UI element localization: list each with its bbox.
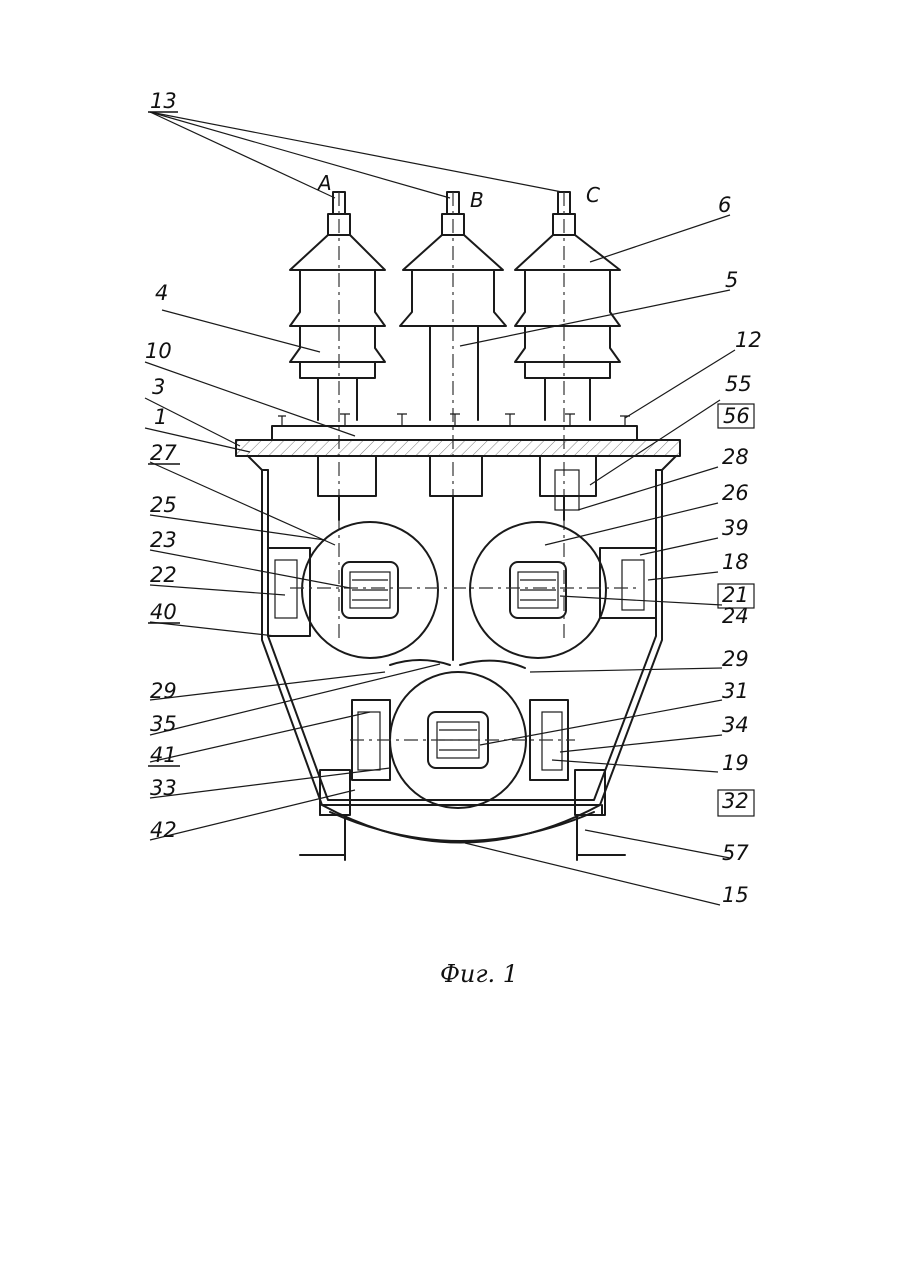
ref-label-22: 22 bbox=[150, 563, 177, 587]
ref-label-57: 57 bbox=[722, 841, 749, 865]
ref-label-13: 13 bbox=[150, 89, 177, 113]
ref-label-1: 1 bbox=[154, 405, 167, 429]
ref-label-24: 24 bbox=[722, 604, 749, 628]
ref-label-27: 27 bbox=[150, 441, 177, 465]
ref-label-42: 42 bbox=[150, 818, 177, 842]
ref-label-31: 31 bbox=[722, 679, 749, 703]
ref-label-6: 6 bbox=[718, 193, 731, 217]
ref-label-23: 23 bbox=[150, 528, 177, 552]
ref-label-56: 56 bbox=[723, 404, 750, 428]
ref-label-34: 34 bbox=[722, 713, 749, 737]
ref-label-41: 41 bbox=[150, 743, 177, 767]
ref-label-29-left: 29 bbox=[150, 679, 177, 703]
ref-label-5: 5 bbox=[725, 268, 738, 292]
ref-label-55: 55 bbox=[725, 372, 752, 396]
ref-label-10: 10 bbox=[145, 339, 172, 363]
phase-b-label: B bbox=[470, 188, 484, 212]
phase-a-label: A bbox=[316, 171, 332, 195]
ref-label-15: 15 bbox=[722, 883, 749, 907]
ref-label-19: 19 bbox=[722, 751, 749, 775]
ref-label-40: 40 bbox=[150, 600, 177, 624]
figure-caption: Фиг. 1 bbox=[440, 960, 518, 988]
ref-label-18: 18 bbox=[722, 550, 749, 574]
ref-label-3: 3 bbox=[152, 375, 165, 399]
ref-label-32: 32 bbox=[722, 789, 749, 813]
ref-label-4: 4 bbox=[155, 281, 168, 305]
ref-label-39: 39 bbox=[722, 516, 749, 540]
cover-plate bbox=[236, 414, 680, 456]
ref-label-12: 12 bbox=[735, 328, 762, 352]
ref-label-29-right: 29 bbox=[722, 647, 749, 671]
ref-label-33: 33 bbox=[150, 776, 177, 800]
phase-c-label: C bbox=[586, 183, 600, 207]
ref-label-26: 26 bbox=[722, 481, 749, 505]
ref-label-35: 35 bbox=[150, 712, 177, 736]
tank bbox=[248, 456, 676, 860]
bushing-a bbox=[290, 192, 385, 420]
winding-left bbox=[302, 522, 438, 658]
bushing-c bbox=[515, 192, 620, 420]
winding-right bbox=[470, 522, 606, 658]
ref-label-28: 28 bbox=[722, 445, 749, 469]
ref-label-25: 25 bbox=[150, 493, 177, 517]
